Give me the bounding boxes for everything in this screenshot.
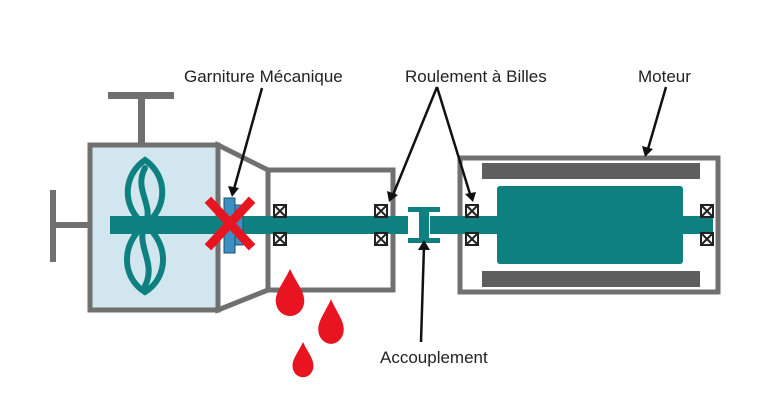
cross-icon xyxy=(204,196,256,251)
label-coupling: Accouplement xyxy=(380,348,488,367)
pump-shaft xyxy=(110,216,408,234)
bearing-icon xyxy=(273,232,287,246)
bearing-icon xyxy=(465,232,479,246)
bearing-icon xyxy=(273,204,287,218)
impeller-icon xyxy=(124,156,166,296)
label-ball-bearings: Roulement à Billes xyxy=(405,67,547,86)
label-mechanical-seal: Garniture Mécanique xyxy=(184,67,343,86)
label-motor: Moteur xyxy=(638,67,691,86)
leak-drop-icon xyxy=(318,299,344,344)
bearing-icon xyxy=(465,204,479,218)
leader-arrowheads xyxy=(228,146,653,250)
leak-drop-icon xyxy=(292,342,314,378)
top-valve-handle xyxy=(108,92,174,145)
motor-stator-bottom xyxy=(482,271,700,287)
motor-stator-top xyxy=(482,163,700,179)
leader-lines xyxy=(232,86,668,343)
bearing-icon xyxy=(700,232,714,246)
bearing-icon xyxy=(700,204,714,218)
motor-shaft xyxy=(430,216,713,234)
left-inlet-handle xyxy=(50,190,90,262)
bearing-icon xyxy=(374,204,388,218)
bearing-icon xyxy=(374,232,388,246)
